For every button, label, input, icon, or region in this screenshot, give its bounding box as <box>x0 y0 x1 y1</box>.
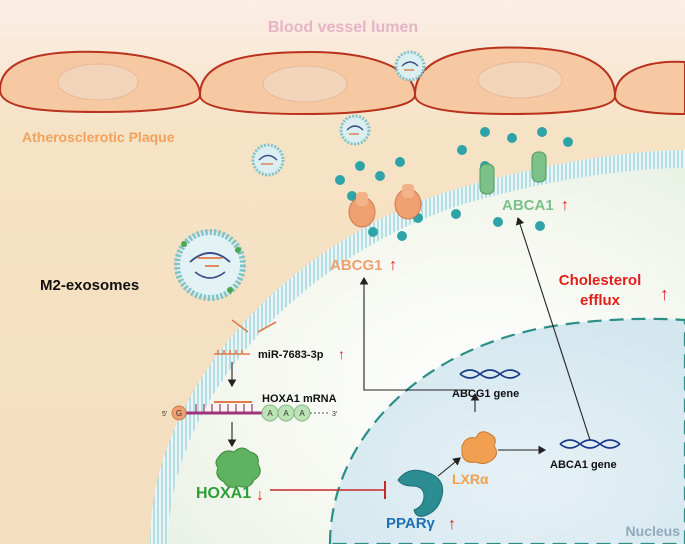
abcg1-transporter-1 <box>348 192 376 228</box>
mirna-duplex <box>231 319 277 333</box>
lxr-label: LXRα <box>452 471 489 487</box>
mirna-up-arrow: ↑ <box>338 346 345 362</box>
poly-a-label: A <box>299 409 305 418</box>
cap-label: G <box>176 409 182 418</box>
abcg1-label: ABCG1 <box>330 257 383 274</box>
exosome-small-3 <box>251 143 285 177</box>
poly-a-label: A <box>283 409 289 418</box>
mirna-strand <box>214 350 250 355</box>
ppar-up-arrow: ↑ <box>448 516 456 533</box>
abcg1-gene-dna-icon <box>459 369 521 379</box>
lxr-protein-icon <box>461 431 498 465</box>
endothelial-layer <box>0 46 685 116</box>
abca1-label: ABCA1 <box>502 197 554 214</box>
cholesterol-label: Cholesterol <box>559 272 642 289</box>
hoxa1-mrna-label: HOXA1 mRNA <box>262 393 337 405</box>
five-prime-label: 5' <box>162 411 167 418</box>
exosomes-label: M2-exosomes <box>40 277 139 294</box>
abcg1-gene-label: ABCG1 gene <box>452 388 519 400</box>
exosome-small-2 <box>339 114 371 146</box>
poly-a-label: A <box>267 409 273 418</box>
efflux-label: efflux <box>580 292 621 309</box>
three-prime-label: 3' <box>332 411 337 418</box>
mirna-label: miR-7683-3p <box>258 349 324 361</box>
abca1-transporter-2 <box>531 151 547 183</box>
pathway-arrows <box>227 216 591 477</box>
hoxa1-protein-icon <box>215 447 261 488</box>
hoxa1-label: HOXA1 <box>196 485 251 502</box>
exosome-large <box>174 229 246 301</box>
abcg1-transporter-2 <box>394 184 422 220</box>
efflux-up-arrow: ↑ <box>660 284 669 304</box>
abcg1-up-arrow: ↑ <box>389 257 397 274</box>
ppar-protein-icon <box>397 469 444 517</box>
lumen-label: Blood vessel lumen <box>268 19 418 36</box>
exosome-small-1 <box>394 50 426 82</box>
abca1-up-arrow: ↑ <box>561 197 569 214</box>
nucleus-label: Nucleus <box>626 523 681 539</box>
hoxa1-inhibition <box>270 481 386 499</box>
abca1-transporter-1 <box>479 163 495 195</box>
ppar-label: PPARγ <box>386 515 436 532</box>
mrna-strand <box>171 401 330 422</box>
abca1-gene-label: ABCA1 gene <box>550 459 617 471</box>
plaque-label: Atherosclerotic Plaque <box>22 129 175 145</box>
hoxa1-down-arrow: ↓ <box>256 487 264 504</box>
